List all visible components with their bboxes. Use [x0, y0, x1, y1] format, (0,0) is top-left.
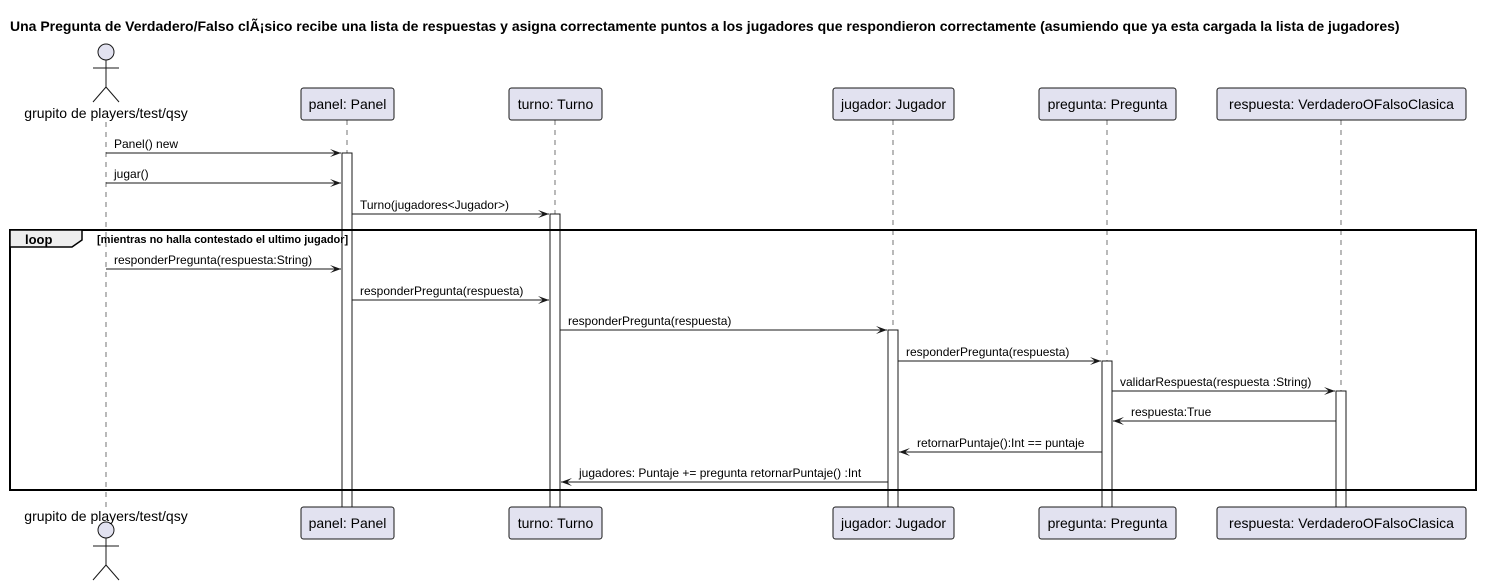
arrowhead-icon — [538, 210, 549, 218]
actor-label: grupito de players/test/qsy — [24, 105, 187, 121]
arrowhead-icon — [330, 265, 341, 273]
message-10: retornarPuntaje():Int == puntaje — [899, 436, 1102, 456]
participant-pregunta-top: pregunta: Pregunta — [1038, 87, 1177, 121]
message-6: responderPregunta(respuesta) — [560, 314, 887, 334]
message-9: respuesta:True — [1113, 405, 1336, 425]
message-1: Panel() new — [106, 137, 341, 157]
actor-figure-icon — [92, 521, 120, 581]
participant-pregunta-bottom: pregunta: Pregunta — [1038, 506, 1177, 540]
loop-frame-border — [9, 229, 1477, 491]
message-label: jugar() — [113, 167, 149, 181]
participant-jugador-bottom: jugador: Jugador — [832, 506, 955, 540]
actor-label: grupito de players/test/qsy — [24, 508, 187, 524]
message-8: validarRespuesta(respuesta :String) — [1112, 375, 1335, 395]
message-label: retornarPuntaje():Int == puntaje — [917, 436, 1085, 450]
participant-box — [1216, 506, 1467, 540]
participant-box — [300, 87, 395, 121]
arrowhead-icon — [1113, 417, 1124, 425]
participant-label: turno: Turno — [518, 515, 594, 531]
participant-respuesta-top: respuesta: VerdaderoOFalsoClasica — [1216, 87, 1467, 121]
message-label: jugadores: Puntaje += pregunta retornarP… — [578, 466, 862, 480]
actor-top: grupito de players/test/qsy — [24, 43, 188, 121]
participant-box — [1038, 87, 1177, 121]
participants: grupito de players/test/qsy grupito de pl… — [24, 43, 1467, 581]
message-label: responderPregunta(respuesta:String) — [114, 253, 312, 267]
participant-label: jugador: Jugador — [840, 96, 946, 112]
arrowhead-icon — [1324, 387, 1335, 395]
participant-box — [300, 506, 395, 540]
arrowhead-icon — [330, 149, 341, 157]
arrowhead-icon — [1090, 357, 1101, 365]
participant-box — [1038, 506, 1177, 540]
message-7: responderPregunta(respuesta) — [898, 345, 1101, 365]
arrowhead-icon — [330, 179, 341, 187]
participant-box — [508, 506, 603, 540]
actor-bottom: grupito de players/test/qsy — [24, 508, 188, 581]
participant-label: respuesta: VerdaderoOFalsoClasica — [1229, 515, 1454, 531]
message-label: validarRespuesta(respuesta :String) — [1120, 375, 1311, 389]
actor-figure-icon — [92, 43, 120, 103]
activation-turno — [549, 213, 561, 508]
activation-pregunta — [1101, 360, 1113, 508]
activation-jugador — [887, 329, 899, 508]
message-4: responderPregunta(respuesta:String) — [106, 253, 341, 273]
loop-guard: [mientras no halla contestado el ultimo … — [97, 234, 349, 246]
participant-label: panel: Panel — [309, 96, 387, 112]
arrowhead-icon — [538, 296, 549, 304]
participant-box — [508, 87, 603, 121]
arrowhead-icon — [899, 448, 910, 456]
message-5: responderPregunta(respuesta) — [352, 284, 549, 304]
participant-label: turno: Turno — [518, 96, 594, 112]
participant-turno-top: turno: Turno — [508, 87, 603, 121]
message-3: Turno(jugadores<Jugador>) — [352, 198, 549, 218]
arrowhead-icon — [876, 326, 887, 334]
participant-turno-bottom: turno: Turno — [508, 506, 603, 540]
participant-box — [832, 87, 955, 121]
message-label: Panel() new — [114, 137, 178, 151]
message-2: jugar() — [106, 167, 341, 187]
arrowhead-icon — [561, 478, 572, 486]
messages: Panel() new jugar() Turno(jugadores<Jugado… — [106, 137, 1336, 486]
loop-keyword: loop — [25, 232, 52, 247]
participant-respuesta-bottom: respuesta: VerdaderoOFalsoClasica — [1216, 506, 1467, 540]
participant-label: pregunta: Pregunta — [1048, 515, 1168, 531]
message-label: responderPregunta(respuesta) — [906, 345, 1069, 359]
participant-label: panel: Panel — [309, 515, 387, 531]
loop-frame: loop [mientras no halla contestado el ul… — [9, 229, 1477, 491]
participant-panel-bottom: panel: Panel — [300, 506, 395, 540]
participant-panel-top: panel: Panel — [300, 87, 395, 121]
diagram-title: Una Pregunta de Verdadero/Falso clÃ¡sico… — [10, 17, 1400, 34]
loop-frame-tab — [9, 229, 83, 248]
message-label: respuesta:True — [1131, 405, 1212, 419]
message-11: jugadores: Puntaje += pregunta retornarP… — [561, 466, 888, 486]
message-label: Turno(jugadores<Jugador>) — [360, 198, 509, 212]
participant-label: respuesta: VerdaderoOFalsoClasica — [1229, 96, 1454, 112]
participant-box — [832, 506, 955, 540]
message-label: responderPregunta(respuesta) — [360, 284, 523, 298]
activation-panel — [341, 152, 353, 508]
participant-jugador-top: jugador: Jugador — [832, 87, 955, 121]
message-label: responderPregunta(respuesta) — [568, 314, 731, 328]
participant-box — [1216, 87, 1467, 121]
participant-label: pregunta: Pregunta — [1048, 96, 1168, 112]
participant-label: jugador: Jugador — [840, 515, 946, 531]
